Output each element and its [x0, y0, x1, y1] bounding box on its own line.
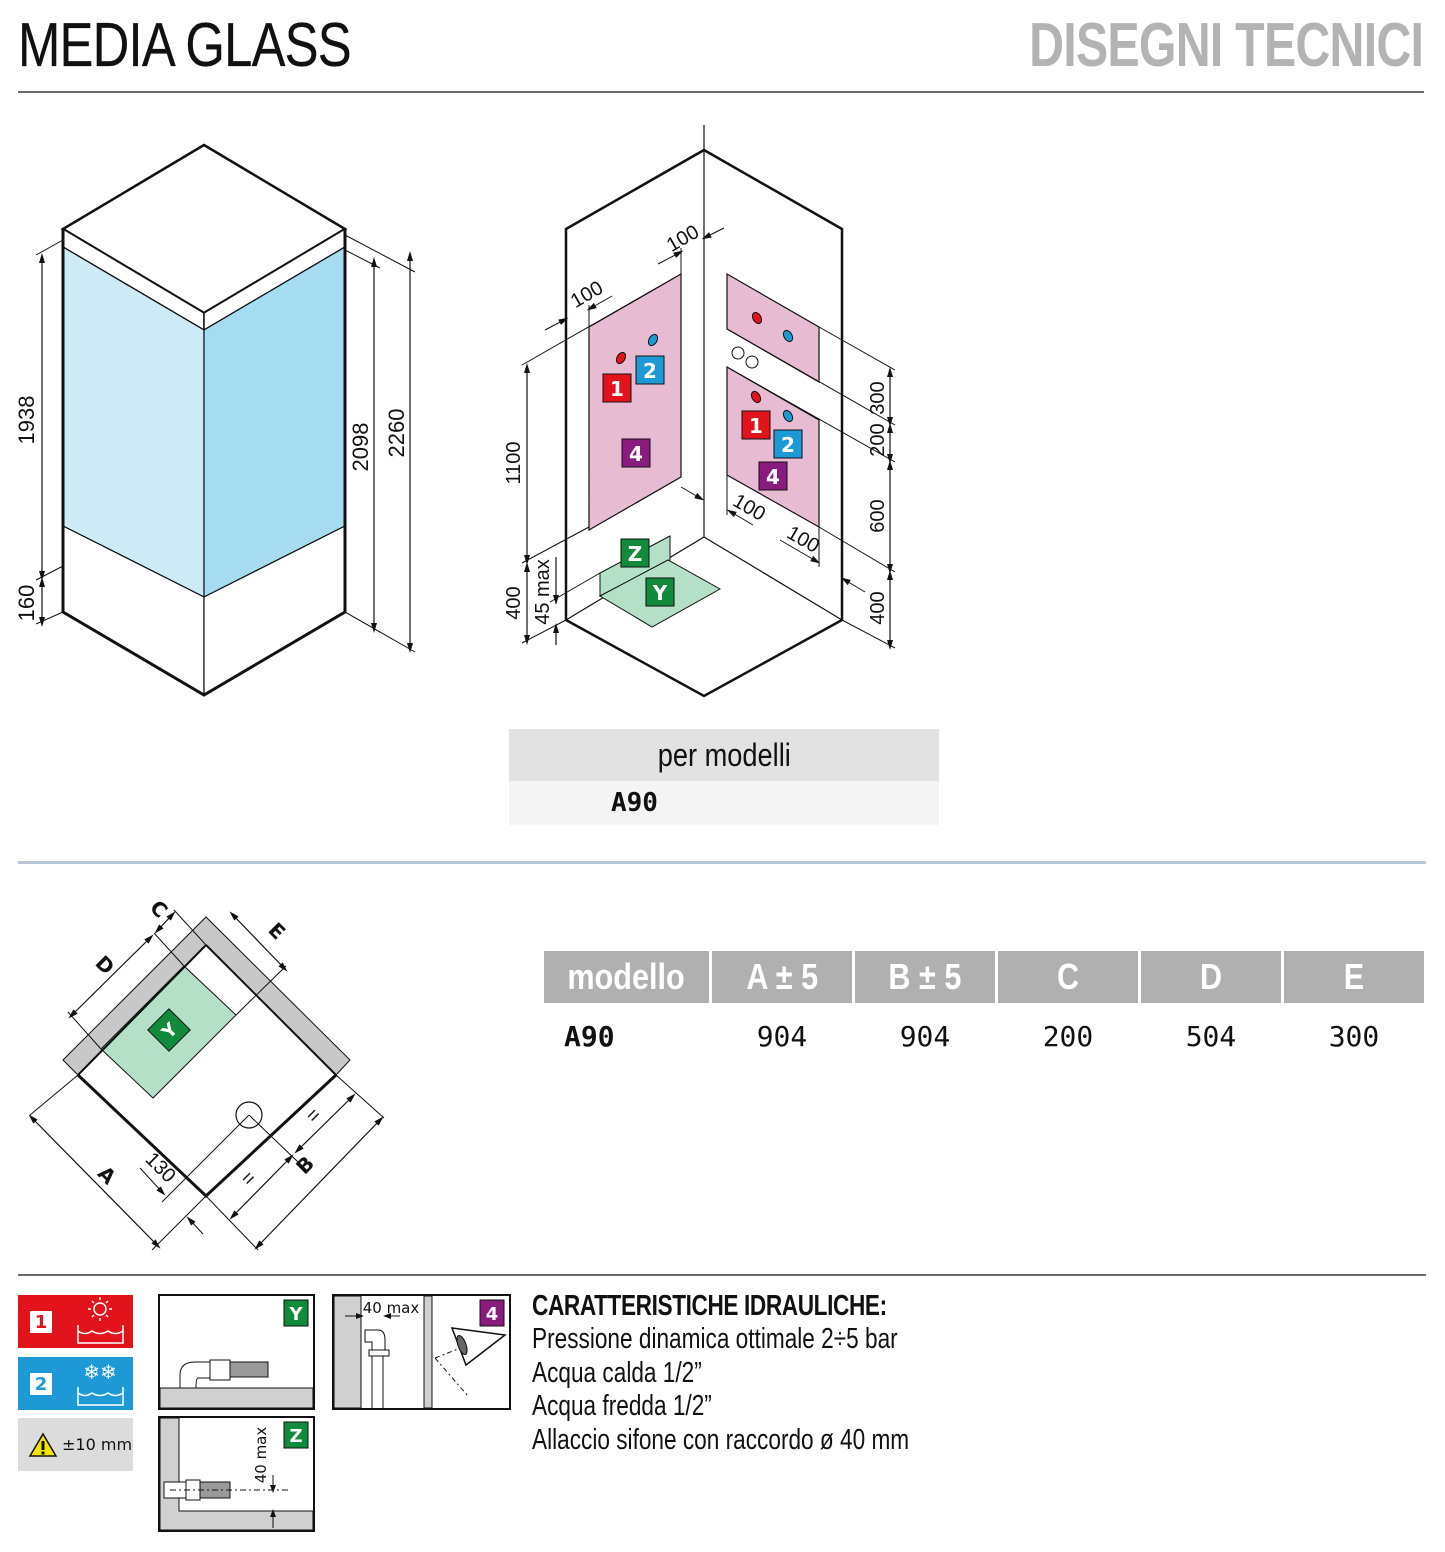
legend-tolerance: ±10 mm: [18, 1418, 133, 1471]
legend-hot-number: 1: [30, 1311, 52, 1333]
detail-z-max: 40 max: [252, 1427, 270, 1484]
snowflake-water-icon: ❄❄: [77, 1360, 124, 1406]
sun-water-icon: [77, 1297, 124, 1344]
product-title: MEDIA GLASS: [18, 11, 352, 80]
cell-c: 200: [1042, 1019, 1094, 1053]
models-box: per modelli A90: [509, 729, 939, 825]
footer-divider: [18, 1274, 1426, 1276]
legend-hot-water: 1: [18, 1295, 133, 1348]
hydraulic-specs: CARATTERISTICHE IDRAULICHE: Pressione di…: [532, 1290, 1016, 1457]
badge-steam-left: 4: [629, 442, 643, 466]
detail-steam-badge: 4: [486, 1304, 499, 1325]
table-header-row: modello A ± 5 B ± 5 C D E: [544, 951, 1427, 1003]
cell-b: 904: [899, 1019, 951, 1053]
col-modello: modello: [544, 951, 709, 1003]
cell-model: A90: [564, 1019, 615, 1053]
installation-drawing: 1 2 4 1 2 4 Z Y 100 100 1100 400 45 max …: [503, 125, 896, 698]
elevation-drawing: 1938 160 2098 2260: [14, 143, 416, 697]
warning-icon: [28, 1432, 58, 1457]
cell-a: 904: [756, 1019, 808, 1053]
dim-160: 160: [14, 585, 39, 622]
col-d: D: [1141, 951, 1281, 1003]
dimensions-table: modello A ± 5 B ± 5 C D E A90 904 904 20…: [544, 951, 1427, 1057]
section-title: DISEGNI TECNICI: [1028, 11, 1424, 80]
dim-left-100: 100: [567, 277, 607, 313]
col-b: B ± 5: [855, 951, 995, 1003]
detail-z-badge: Z: [289, 1426, 302, 1447]
dim-2098: 2098: [348, 423, 373, 472]
badge-steam-right: 4: [766, 465, 780, 489]
detail-pipe-max: 40 max: [363, 1299, 420, 1317]
detail-y-badge: Y: [288, 1304, 303, 1325]
dim-45max: 45 max: [532, 559, 554, 625]
models-row: A90: [509, 781, 939, 825]
dim-400-right: 400: [867, 591, 889, 624]
badge-cold-left: 2: [643, 359, 657, 383]
tolerance-text: ±10 mm: [62, 1435, 133, 1454]
dim-600: 600: [867, 499, 889, 532]
dim-300: 300: [867, 381, 889, 414]
dim-400-left: 400: [503, 586, 525, 619]
col-a: A ± 5: [712, 951, 852, 1003]
badge-hot-right: 1: [749, 414, 763, 438]
dim-bottom-100-b: 100: [783, 522, 823, 558]
cell-d: 504: [1185, 1019, 1237, 1053]
dim-1938: 1938: [14, 396, 39, 445]
col-c: C: [998, 951, 1138, 1003]
spec-pressure: Pressione dinamica ottimale 2÷5 bar: [532, 1323, 898, 1355]
dim-1100: 1100: [503, 441, 525, 484]
legend-cold-water: 2 ❄❄: [18, 1357, 133, 1410]
section-divider: [18, 861, 1426, 864]
dim-200: 200: [867, 423, 889, 456]
spec-cold-water: Acqua fredda 1/2”: [532, 1390, 712, 1422]
legend-cold-number: 2: [30, 1373, 52, 1395]
table-row: A90 904 904 200 504 300: [544, 1015, 1427, 1057]
header-divider: [18, 91, 1424, 93]
hydraulic-heading: CARATTERISTICHE IDRAULICHE:: [532, 1290, 887, 1322]
model-code: A90: [611, 788, 658, 818]
badge-z: Z: [628, 542, 643, 566]
models-header: per modelli: [509, 729, 939, 781]
svg-text:❄❄: ❄❄: [83, 1360, 117, 1384]
dim-top-100: 100: [663, 221, 703, 257]
right-wall-zone-upper: [726, 272, 820, 384]
dim-2260: 2260: [384, 409, 409, 458]
spec-drain: Allaccio sifone con raccordo ø 40 mm: [532, 1423, 910, 1456]
badge-cold-right: 2: [781, 433, 795, 457]
plan-drawing: Y A B C D E 130 = =: [28, 895, 385, 1251]
col-e: E: [1284, 951, 1424, 1003]
detail-drawings: Y Z 40 max 40 max 4: [158, 1294, 511, 1532]
spec-hot-water: Acqua calda 1/2”: [532, 1356, 702, 1389]
badge-y: Y: [652, 581, 668, 605]
cell-e: 300: [1328, 1019, 1380, 1053]
badge-hot-left: 1: [610, 377, 624, 401]
